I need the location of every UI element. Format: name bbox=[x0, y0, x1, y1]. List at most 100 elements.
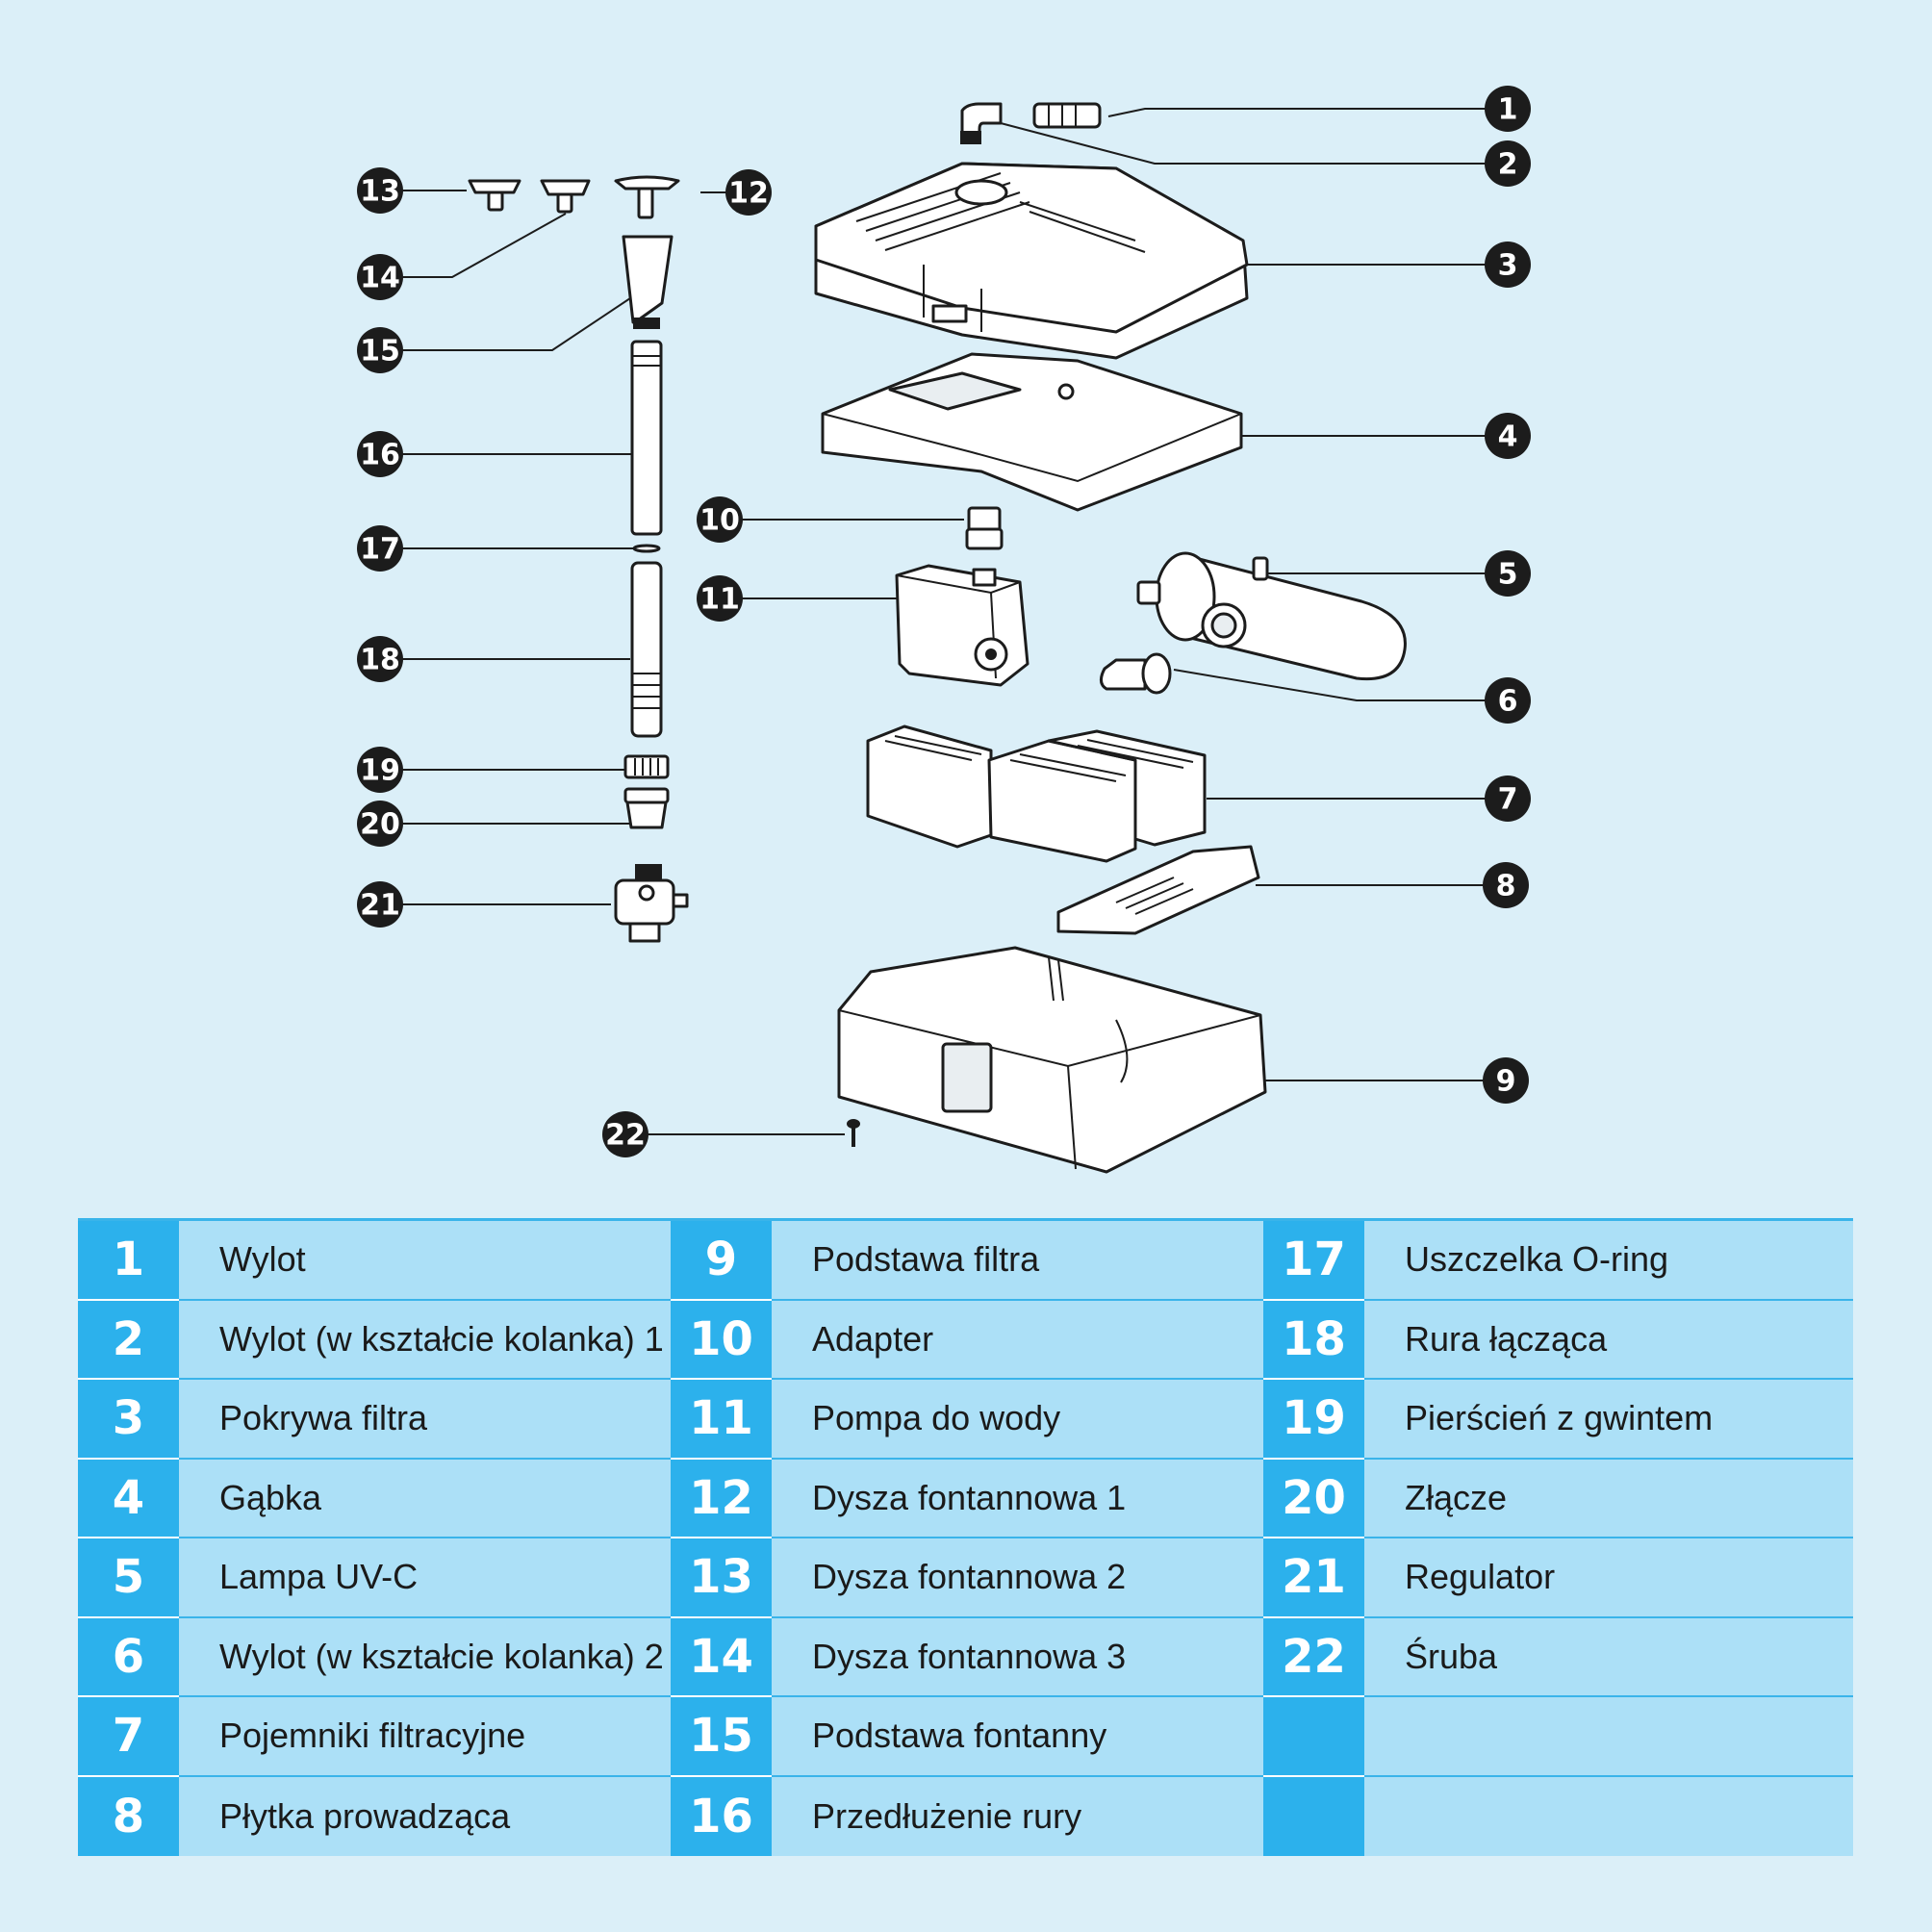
callout-12: 12 bbox=[725, 169, 772, 216]
callout-number: 14 bbox=[360, 262, 400, 295]
part-label-cell bbox=[1364, 1697, 1853, 1777]
callout-number: 18 bbox=[360, 644, 400, 677]
callout-8: 8 bbox=[1483, 862, 1529, 908]
part-number-cell: 21 bbox=[1263, 1538, 1364, 1618]
callout-circle bbox=[1485, 413, 1531, 459]
part-number-cell: 8 bbox=[78, 1776, 179, 1856]
callout-number: 7 bbox=[1498, 783, 1518, 817]
callout-circle bbox=[1485, 550, 1531, 597]
part-label-cell: Gąbka bbox=[179, 1459, 671, 1538]
part-label-cell: Pokrywa filtra bbox=[179, 1380, 671, 1460]
callout-7: 7 bbox=[1485, 775, 1531, 822]
part-number-cell bbox=[1263, 1697, 1364, 1777]
callout-circle bbox=[357, 881, 403, 928]
callout-14: 14 bbox=[357, 254, 403, 300]
callout-10: 10 bbox=[697, 496, 743, 543]
part-number-cell: 12 bbox=[671, 1459, 772, 1538]
filter-base-part bbox=[837, 946, 1267, 1174]
callout-number: 15 bbox=[360, 335, 400, 369]
part-label-cell: Lampa UV-C bbox=[179, 1538, 671, 1618]
threaded-ring-part bbox=[623, 754, 670, 779]
part-number-cell: 18 bbox=[1263, 1300, 1364, 1380]
outlet-part bbox=[1032, 102, 1102, 129]
callout-number: 11 bbox=[699, 583, 740, 617]
part-number-cell: 3 bbox=[78, 1380, 179, 1460]
part-number-cell: 6 bbox=[78, 1617, 179, 1697]
part-label-cell: Dysza fontannowa 3 bbox=[772, 1617, 1263, 1697]
callout-number: 19 bbox=[360, 754, 400, 788]
elbow-outlet-1-part bbox=[960, 102, 1003, 144]
part-number-cell bbox=[1263, 1776, 1364, 1856]
regulator-part bbox=[614, 864, 689, 943]
callout-number: 2 bbox=[1498, 148, 1518, 182]
callout-11: 11 bbox=[697, 575, 743, 622]
water-pump-part bbox=[895, 564, 1030, 687]
part-number-cell: 15 bbox=[671, 1697, 772, 1777]
part-label-cell: Dysza fontannowa 2 bbox=[772, 1538, 1263, 1618]
part-label-cell: Pojemniki filtracyjne bbox=[179, 1697, 671, 1777]
callout-18: 18 bbox=[357, 636, 403, 682]
part-label-cell bbox=[1364, 1776, 1853, 1856]
part-label-cell: Płytka prowadząca bbox=[179, 1776, 671, 1856]
part-label-cell: Pierścień z gwintem bbox=[1364, 1380, 1853, 1460]
callout-circle bbox=[357, 747, 403, 793]
part-label-cell: Dysza fontannowa 1 bbox=[772, 1459, 1263, 1538]
part-label-cell: Regulator bbox=[1364, 1538, 1853, 1618]
callout-13: 13 bbox=[357, 167, 403, 214]
part-number-cell: 4 bbox=[78, 1459, 179, 1538]
fountain-nozzle-3-part bbox=[540, 179, 591, 214]
part-label-cell: Adapter bbox=[772, 1300, 1263, 1380]
callout-circle bbox=[357, 167, 403, 214]
part-number-cell: 1 bbox=[78, 1221, 179, 1301]
adapter-part bbox=[965, 506, 1004, 550]
part-number-cell: 9 bbox=[671, 1221, 772, 1301]
callout-4: 4 bbox=[1485, 413, 1531, 459]
callout-number: 22 bbox=[605, 1119, 646, 1153]
callout-number: 12 bbox=[728, 177, 769, 211]
fountain-base-part bbox=[622, 235, 674, 329]
sponge-part bbox=[821, 352, 1243, 512]
callout-circle bbox=[357, 431, 403, 477]
part-label-cell: Wylot (w kształcie kolanka) 1 bbox=[179, 1300, 671, 1380]
callout-circle bbox=[1485, 242, 1531, 288]
callout-number: 17 bbox=[360, 533, 400, 567]
fountain-nozzle-2-part bbox=[468, 179, 521, 212]
callout-circle bbox=[725, 169, 772, 216]
part-label-cell: Podstawa fontanny bbox=[772, 1697, 1263, 1777]
callout-number: 16 bbox=[360, 439, 400, 472]
callout-15: 15 bbox=[357, 327, 403, 373]
elbow-outlet-2-part bbox=[1100, 652, 1172, 695]
part-label-cell: Przedłużenie rury bbox=[772, 1776, 1263, 1856]
callout-circle bbox=[1483, 862, 1529, 908]
callout-number: 5 bbox=[1498, 558, 1518, 592]
callout-6: 6 bbox=[1485, 677, 1531, 724]
guide-plate-part bbox=[1056, 845, 1260, 935]
part-label-cell: Rura łącząca bbox=[1364, 1300, 1853, 1380]
callout-number: 20 bbox=[360, 808, 400, 842]
callout-2: 2 bbox=[1485, 140, 1531, 187]
uv-c-lamp-part bbox=[1136, 551, 1407, 681]
callout-number: 6 bbox=[1498, 685, 1518, 719]
part-number-cell: 2 bbox=[78, 1300, 179, 1380]
part-number-cell: 22 bbox=[1263, 1617, 1364, 1697]
part-number-cell: 10 bbox=[671, 1300, 772, 1380]
part-number-cell: 14 bbox=[671, 1617, 772, 1697]
callout-number: 10 bbox=[699, 504, 740, 538]
callout-circle bbox=[1485, 86, 1531, 132]
callout-circle bbox=[357, 801, 403, 847]
pipe-extension-part bbox=[630, 340, 663, 536]
o-ring-part bbox=[632, 544, 661, 553]
callout-number: 9 bbox=[1496, 1065, 1516, 1099]
connecting-pipe-part bbox=[630, 561, 663, 738]
callout-number: 3 bbox=[1498, 249, 1518, 283]
leader-lines bbox=[402, 108, 1508, 1135]
part-label-cell: Podstawa filtra bbox=[772, 1221, 1263, 1301]
connector-part bbox=[623, 787, 670, 829]
part-number-cell: 17 bbox=[1263, 1221, 1364, 1301]
part-label-cell: Śruba bbox=[1364, 1617, 1853, 1697]
part-number-cell: 20 bbox=[1263, 1459, 1364, 1538]
callout-number: 8 bbox=[1496, 870, 1516, 903]
callout-circle bbox=[357, 525, 403, 572]
callout-circle bbox=[1485, 677, 1531, 724]
